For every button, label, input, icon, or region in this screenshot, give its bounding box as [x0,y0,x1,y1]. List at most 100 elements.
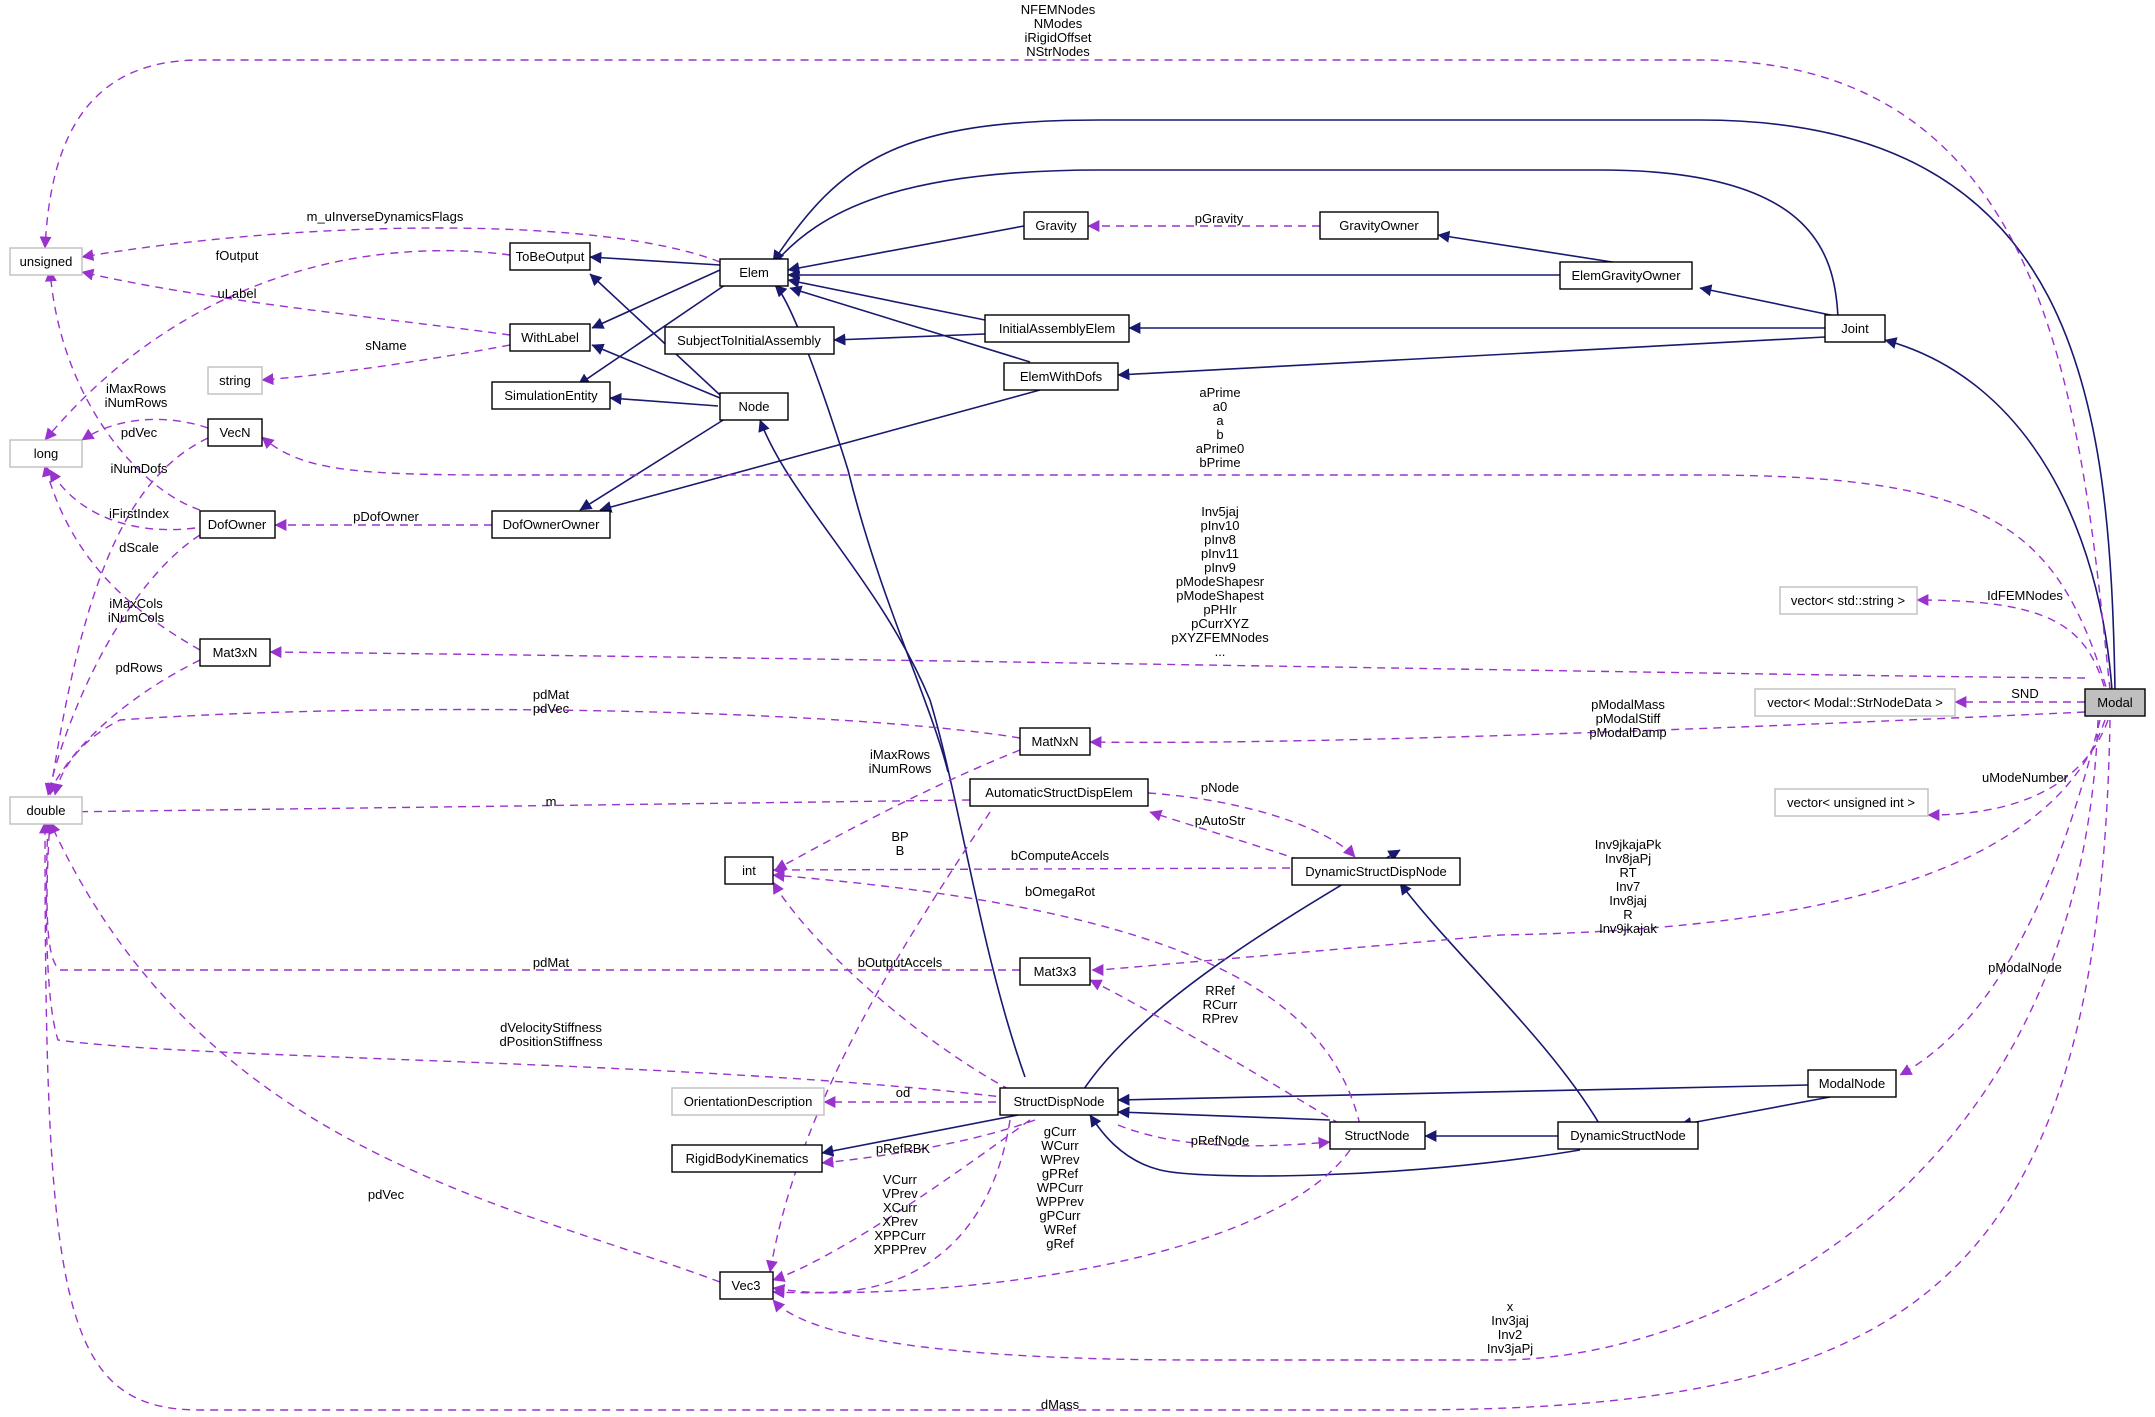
label-line: Inv2 [1498,1327,1523,1342]
svg-text:Elem: Elem [739,265,769,280]
edge-modal-joint [1884,337,2113,691]
node-string[interactable]: string [207,366,263,395]
label-ulabel: uLabel [217,286,256,301]
edge-autostruct-dynsdn [1147,792,1356,858]
svg-text:Joint: Joint [1841,321,1869,336]
node-vecuint[interactable]: vector< unsigned int > [1774,788,1929,817]
edge-modal-double [39,719,2111,1411]
node-vec3[interactable]: Vec3 [719,1271,774,1300]
edge-structdisp-double [41,819,1011,1099]
node-orient[interactable]: OrientationDescription [671,1087,825,1116]
node-modal[interactable]: Modal [2084,688,2146,717]
node-dofownerowner[interactable]: DofOwnerOwner [491,510,611,539]
edge-modal-unsigned [39,59,2111,691]
label-line: iNumRows [869,761,932,776]
edge-elem-simentity [577,284,726,386]
node-long[interactable]: long [9,439,83,468]
label-line: RPrev [1202,1011,1239,1026]
node-vecstr[interactable]: vector< std::string > [1779,586,1918,615]
edge-node-simentity [609,392,719,407]
nodes: unsigned long double string ToBeOutput W… [9,211,2146,1300]
node-gravity[interactable]: Gravity [1023,211,1089,240]
label-dmass: dMass [1041,1397,1080,1412]
edge-joint-elem [772,169,1839,319]
label-m: m [546,794,557,809]
node-simentity[interactable]: SimulationEntity [491,381,611,410]
edge-structdisp-rbk [821,1114,1019,1157]
edge-dofowner-long [49,469,196,531]
node-dofowner[interactable]: DofOwner [199,510,276,539]
edge-mat3xn-long [42,464,201,651]
node-mat3xn[interactable]: Mat3xN [199,638,271,667]
label-line: pXYZFEMNodes [1171,630,1269,645]
node-vecn[interactable]: VecN [207,418,263,447]
edge-modal-vec3 [772,719,2099,1361]
node-unsigned[interactable]: unsigned [9,247,83,276]
label-line: pdMat [533,687,570,702]
node-rbk[interactable]: RigidBodyKinematics [671,1144,823,1173]
edge-vecn-long [81,418,209,441]
svg-text:DynamicStructDispNode: DynamicStructDispNode [1305,864,1447,879]
svg-text:Modal: Modal [2097,695,2133,710]
svg-text:Mat3xN: Mat3xN [213,645,258,660]
node-subj[interactable]: SubjectToInitialAssembly [664,326,835,355]
label-idfemnodes: IdFEMNodes [1987,588,2063,603]
edge-node-dofownerowner [579,416,729,511]
label-snd: SND [2011,686,2038,701]
svg-text:vector< Modal::StrNodeData >: vector< Modal::StrNodeData > [1767,695,1943,710]
node-int[interactable]: int [724,856,774,885]
svg-text:vector< unsigned int >: vector< unsigned int > [1787,795,1915,810]
edge-mat3x3-double [43,819,1020,971]
node-matnxn[interactable]: MatNxN [1019,727,1091,756]
node-structnode[interactable]: StructNode [1329,1121,1426,1150]
node-elemdofs[interactable]: ElemWithDofs [1003,362,1119,391]
label-line: pInv9 [1204,560,1236,575]
svg-text:ElemWithDofs: ElemWithDofs [1020,369,1103,384]
label-ifirstindex: iFirstIndex [109,506,169,521]
edge-initasm-elem [787,276,986,321]
edge-dynsdn-int [772,863,1291,876]
node-elemgrav[interactable]: ElemGravityOwner [1559,261,1693,290]
label-line: iMaxRows [870,747,930,762]
node-dynstruct[interactable]: DynamicStructNode [1557,1121,1699,1150]
edge-modal-mat3xn [269,646,2086,679]
node-elem[interactable]: Elem [719,258,789,287]
label-line: XPPPrev [874,1242,927,1257]
node-initasm[interactable]: InitialAssemblyElem [984,314,1130,343]
svg-text:Mat3x3: Mat3x3 [1034,964,1077,979]
svg-text:ToBeOutput: ToBeOutput [516,249,585,264]
label-line: pModeShapesr [1176,574,1265,589]
node-node[interactable]: Node [719,392,789,421]
label-sname: sName [365,338,406,353]
node-joint[interactable]: Joint [1824,314,1886,343]
edge-elem-unsigned [81,227,721,263]
node-autostruct[interactable]: AutomaticStructDispElem [969,778,1149,807]
label-line: gCurr [1044,1124,1077,1139]
node-tobeoutput[interactable]: ToBeOutput [509,242,591,271]
edge-elemgrav-gravowner [1437,230,1626,265]
label-line: dPositionStiffness [499,1034,603,1049]
node-vecsnd[interactable]: vector< Modal::StrNodeData > [1754,688,1956,717]
label-line: NStrNodes [1026,44,1090,59]
label-line: Inv9jkajaPk [1595,837,1662,852]
label-line: gRef [1046,1236,1074,1251]
node-dynsdn[interactable]: DynamicStructDispNode [1291,857,1461,886]
svg-text:RigidBodyKinematics: RigidBodyKinematics [686,1151,809,1166]
edge-elemdofs-elem [789,285,1031,363]
node-modalnode[interactable]: ModalNode [1807,1069,1897,1098]
svg-text:VecN: VecN [219,425,250,440]
label-line: WCurr [1041,1138,1079,1153]
edge-autostruct-double [57,799,971,818]
node-withlabel[interactable]: WithLabel [509,323,591,352]
label-foutput: fOutput [216,248,259,263]
label-line: pInv11 [1201,546,1239,561]
node-structdisp[interactable]: StructDispNode [999,1087,1119,1116]
node-gravowner[interactable]: GravityOwner [1319,211,1439,240]
edge-modal-mat3x3 [1091,719,2106,976]
node-double[interactable]: double [9,796,83,825]
node-mat3x3[interactable]: Mat3x3 [1019,957,1091,986]
